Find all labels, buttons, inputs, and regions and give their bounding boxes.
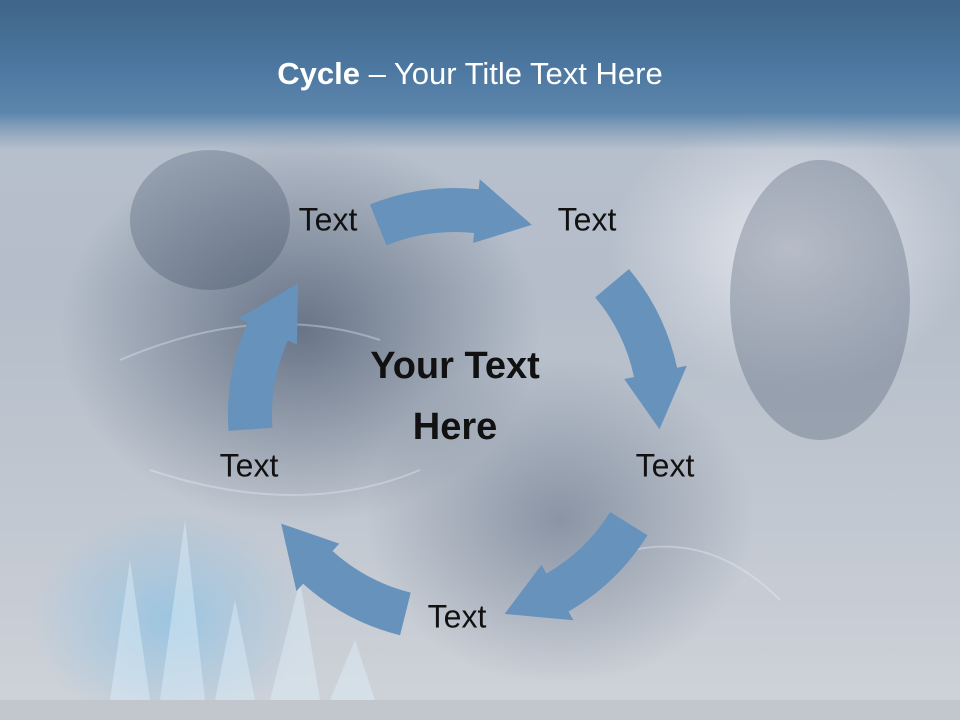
- title-rest-part: – Your Title Text Here: [360, 56, 663, 91]
- cycle-arrow: [228, 283, 298, 431]
- cycle-arrow: [281, 523, 411, 636]
- cycle-node-label: Text: [298, 201, 358, 238]
- center-text: Your Text Here: [370, 345, 540, 448]
- cycle-arrow: [595, 269, 687, 430]
- cycle-node-label: Text: [635, 447, 695, 484]
- footer-strip: [0, 700, 960, 720]
- slide-title: Cycle – Your Title Text Here: [0, 56, 940, 92]
- header-band: [0, 0, 960, 150]
- cycle-node-label: Text: [427, 598, 487, 635]
- cycle-node-label: Text: [219, 447, 279, 484]
- cycle-arrow: [504, 511, 648, 621]
- cycle-node-label: Text: [557, 201, 617, 238]
- cycle-arrow: [369, 179, 532, 246]
- title-bold-part: Cycle: [277, 56, 360, 91]
